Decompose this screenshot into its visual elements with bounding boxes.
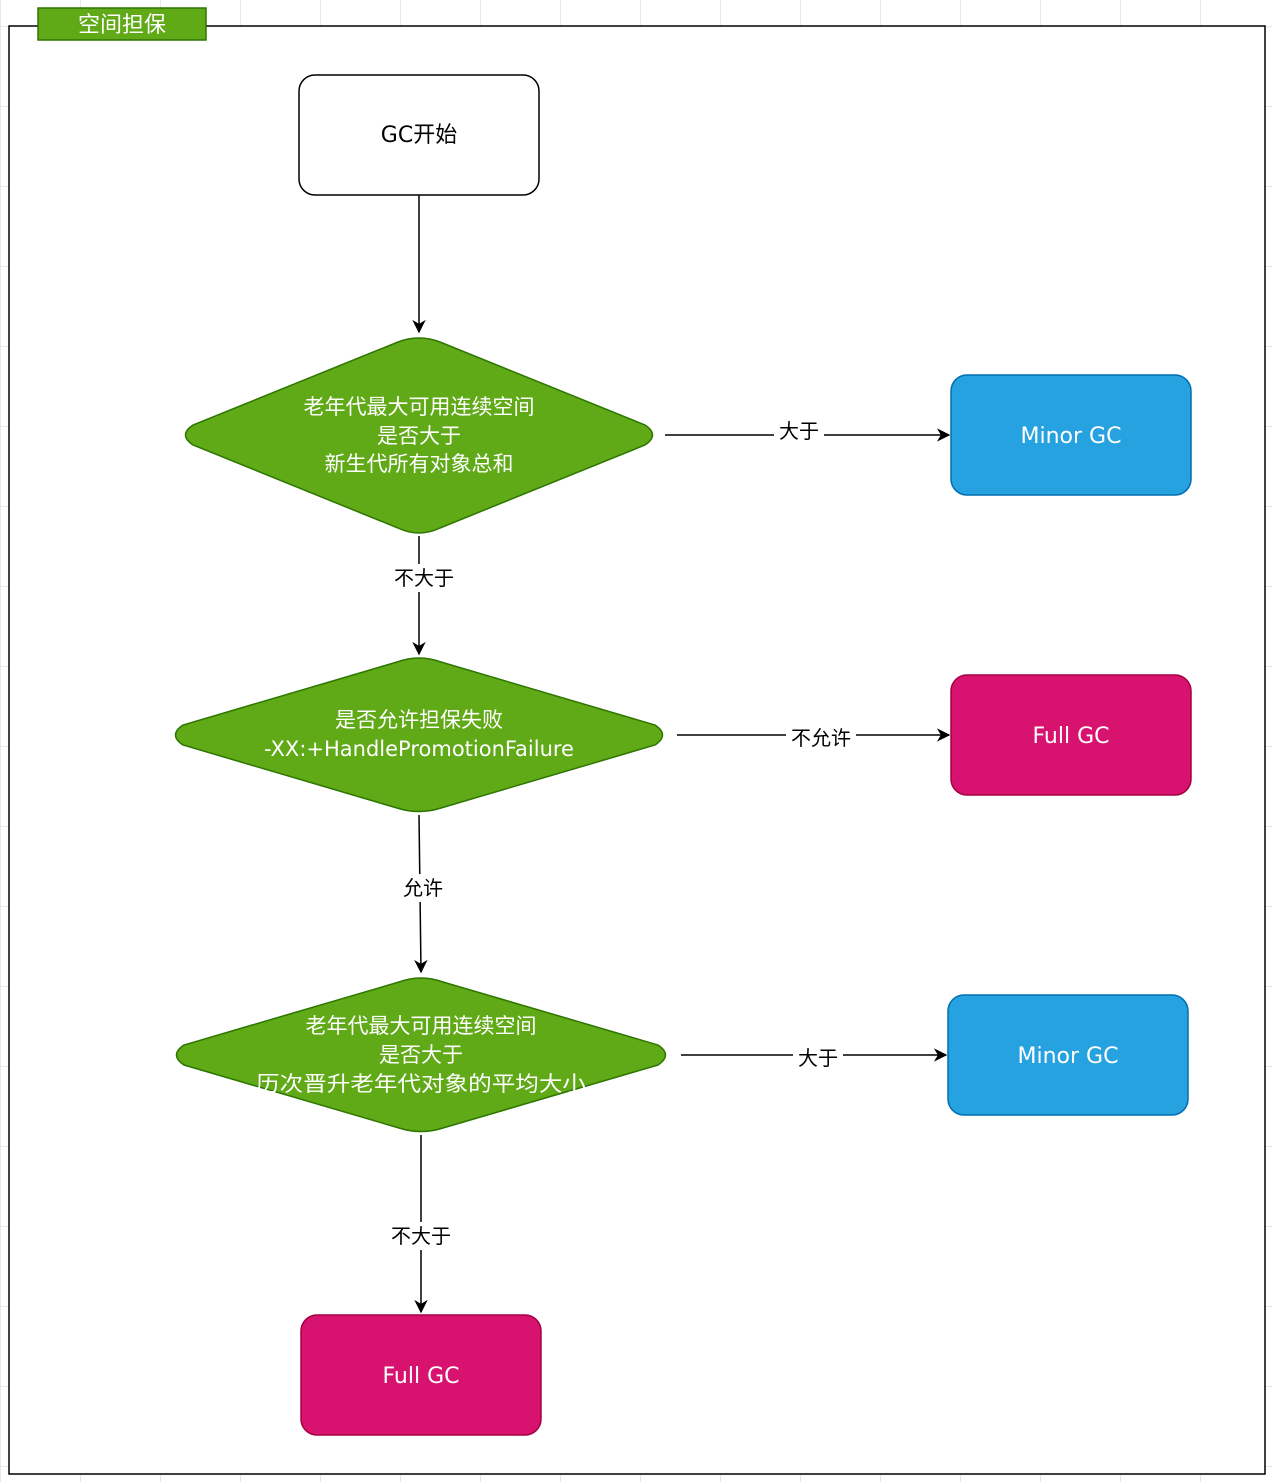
decision-3-line-2: 是否大于: [379, 1043, 463, 1067]
minor-gc-2-label: Minor GC: [1018, 1044, 1119, 1069]
edge-label-d3-minor2: 大于: [798, 1046, 838, 1070]
full-gc-2-label: Full GC: [382, 1364, 459, 1389]
decision-node-1[interactable]: 老年代最大可用连续空间 是否大于 新生代所有对象总和: [184, 337, 654, 534]
decision-1-line-3: 新生代所有对象总和: [325, 452, 514, 476]
full-gc-node-1[interactable]: Full GC: [950, 674, 1192, 796]
decision-node-3[interactable]: 老年代最大可用连续空间 是否大于 历次晋升老年代对象的平均大小: [175, 977, 667, 1133]
edge-label-d1-d2: 不大于: [394, 566, 454, 590]
decision-3-line-1: 老年代最大可用连续空间: [306, 1014, 537, 1038]
decision-3-line-3: 历次晋升老年代对象的平均大小: [256, 1072, 586, 1096]
minor-gc-node-1[interactable]: Minor GC: [950, 374, 1192, 496]
full-gc-1-label: Full GC: [1032, 724, 1109, 749]
edge-label-d3-full2: 不大于: [391, 1224, 451, 1248]
decision-2-line-1: 是否允许担保失败: [335, 708, 503, 732]
minor-gc-1-label: Minor GC: [1021, 424, 1122, 449]
decision-1-line-2: 是否大于: [377, 424, 461, 448]
edge-label-d1-minor1: 大于: [779, 419, 819, 443]
decision-2-line-2: -XX:+HandlePromotionFailure: [264, 737, 574, 761]
container-title: 空间担保: [78, 13, 166, 38]
start-node[interactable]: GC开始: [298, 74, 540, 196]
edge-label-d2-d3: 允许: [403, 876, 443, 900]
container-title-tab[interactable]: [37, 7, 207, 41]
start-node-label: GC开始: [381, 123, 457, 148]
decision-node-2[interactable]: 是否允许担保失败 -XX:+HandlePromotionFailure: [174, 657, 664, 813]
minor-gc-node-2[interactable]: Minor GC: [947, 994, 1189, 1116]
edge-labels: 大于 不大于 不允许 允许 大于 不大于: [385, 419, 856, 1250]
decision-1-line-1: 老年代最大可用连续空间: [304, 395, 535, 419]
full-gc-node-2[interactable]: Full GC: [300, 1314, 542, 1436]
edge-label-d2-full1: 不允许: [791, 726, 851, 750]
